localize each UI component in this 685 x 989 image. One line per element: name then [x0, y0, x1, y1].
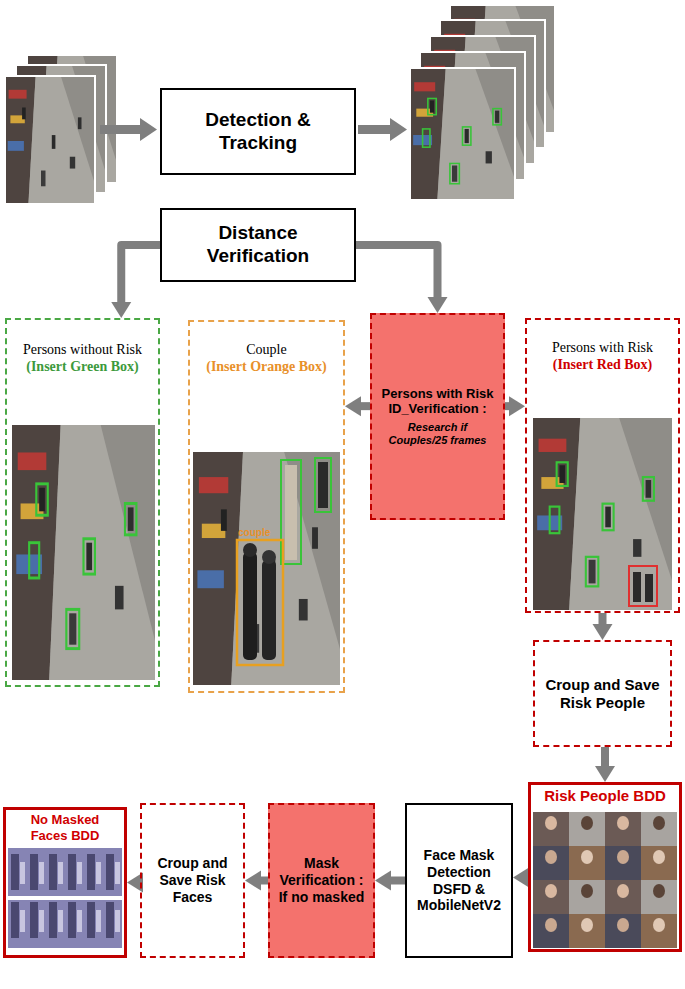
process-box: Face Mask Detection DSFD & MobileNetV2 [405, 803, 513, 958]
arrowhead [428, 297, 448, 313]
face-gallery [8, 900, 122, 948]
couple-head [262, 550, 276, 564]
couple-person [262, 560, 276, 660]
database-panel: No Masked Faces BDD [3, 807, 127, 958]
result-panel: Couple(Insert Orange Box) [188, 320, 345, 693]
node-title: Couple [246, 342, 286, 359]
node-text: (Insert Green Box) [26, 359, 139, 376]
process-box: Croup and Save Risk Faces [140, 803, 245, 958]
risk-people-gallery [533, 812, 677, 948]
process-box: Detection & Tracking [160, 88, 356, 175]
node-title: Face Mask Detection DSFD & MobileNetV2 [413, 847, 505, 914]
video-frame [5, 76, 95, 204]
flow-arrow [356, 245, 438, 298]
flow-arrow [121, 245, 160, 303]
red-box-scene [533, 418, 672, 610]
couple-person [243, 552, 257, 660]
flow-arrow [390, 877, 405, 885]
orange-box [237, 540, 283, 665]
node-title: Persons without Risk [23, 342, 142, 359]
flow-arrow [260, 877, 268, 885]
arrowhead [595, 766, 615, 782]
arrowhead [509, 396, 525, 416]
input-arrowhead [140, 118, 157, 141]
process-box: Distance Verification [160, 208, 356, 282]
node-title: No Masked Faces BDD [12, 812, 118, 843]
red-box [629, 566, 657, 606]
node-text: (Insert Red Box) [553, 357, 653, 374]
node-text: Research if Couples/25 frames [378, 421, 497, 447]
arrowhead [593, 624, 613, 640]
pedestrian [645, 574, 653, 602]
node-title: Persons with Risk [382, 386, 494, 402]
node-title: Detection & Tracking [168, 109, 348, 155]
couple-scene [193, 452, 340, 685]
couple-head [243, 543, 257, 557]
node-title: Persons with Risk [552, 340, 653, 357]
output-arrowhead [390, 118, 407, 141]
arrowhead [345, 396, 361, 416]
result-panel: Persons without Risk(Insert Green Box) [5, 318, 160, 687]
arrowhead [245, 871, 261, 891]
pedestrian [318, 462, 328, 508]
green-box-scene [12, 425, 155, 680]
flow-arrow [601, 747, 609, 767]
input-arrow-shaft [100, 125, 142, 134]
node-title: Risk People BDD [544, 787, 666, 805]
result-panel: Persons with Risk(Insert Red Box) [525, 318, 680, 613]
pedestrian [633, 572, 641, 602]
box-tag: couple [238, 527, 270, 538]
node-title: Distance Verification [168, 222, 348, 268]
pedestrian [285, 465, 297, 560]
face-gallery [8, 848, 122, 896]
flow-arrow [599, 613, 607, 625]
node-title: Mask Verification : If no masked [276, 855, 367, 905]
flow-arrow [360, 402, 370, 410]
verification-box: Mask Verification : If no masked [268, 803, 375, 958]
node-text: (Insert Orange Box) [206, 359, 327, 376]
output-arrow-shaft [358, 125, 392, 134]
node-title: Croup and Save Risk People [541, 676, 664, 712]
frame-border [410, 68, 515, 200]
node-text: ID_Verification : [388, 401, 486, 417]
arrowhead [375, 871, 391, 891]
database-panel: Risk People BDD [528, 782, 682, 952]
tracked-frame [410, 68, 515, 200]
verification-box: Persons with RiskID_Verification : Resear… [370, 313, 505, 520]
green-box [315, 458, 331, 512]
frame-border [5, 76, 95, 204]
arrowhead [513, 868, 529, 888]
arrowhead [111, 302, 131, 318]
process-box: Croup and Save Risk People [533, 640, 672, 747]
text-row: Couple(Insert Orange Box) [196, 342, 337, 376]
node-title: Croup and Save Risk Faces [148, 855, 237, 905]
